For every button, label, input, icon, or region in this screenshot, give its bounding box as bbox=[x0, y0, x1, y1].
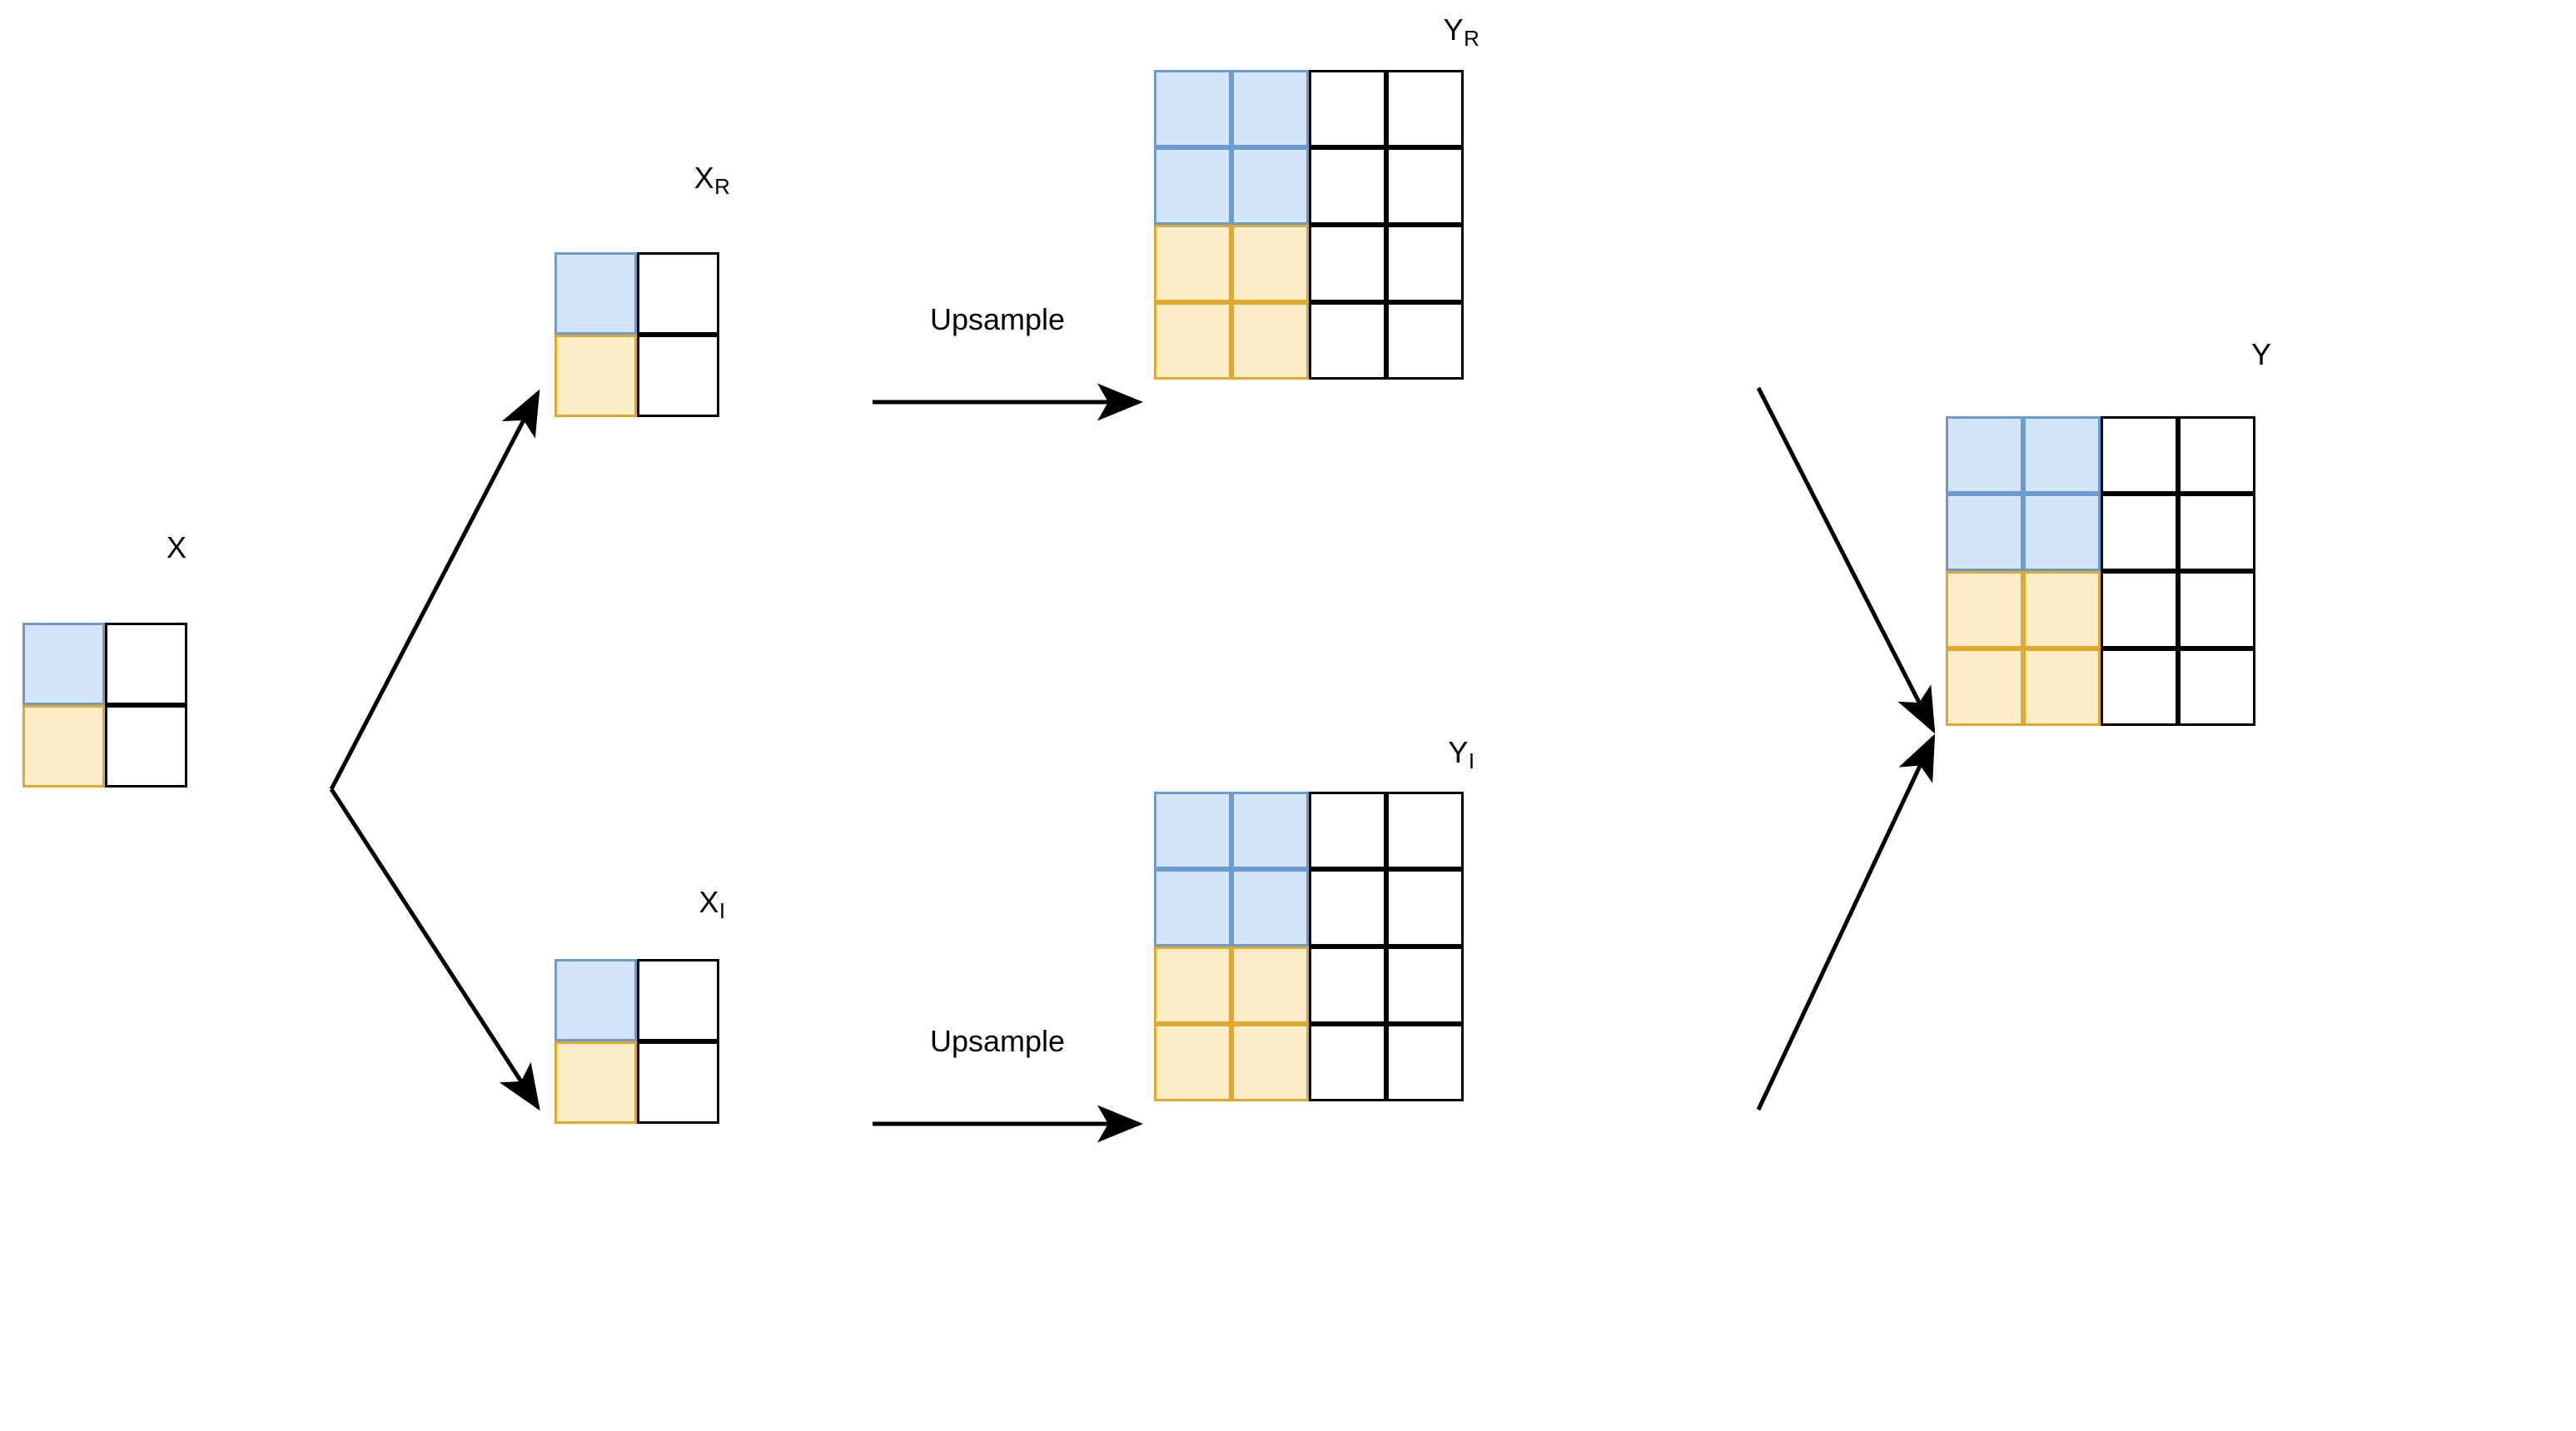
label-YI-base: Y bbox=[1448, 735, 1469, 769]
cell-Y-r2c1 bbox=[1946, 494, 2023, 571]
cell-XR-r2c2 bbox=[637, 335, 719, 417]
cell-YR-r1c3 bbox=[1309, 70, 1386, 147]
cell-YI-r3c2 bbox=[1231, 947, 1309, 1024]
cell-YI-r1c1 bbox=[1154, 792, 1231, 869]
cell-YR-r3c2 bbox=[1231, 225, 1309, 302]
cell-XR-r1c2 bbox=[637, 252, 719, 335]
label-XI: XI bbox=[699, 885, 725, 922]
cell-Y-r4c1 bbox=[1946, 648, 2023, 726]
cell-Y-r1c1 bbox=[1946, 416, 2023, 494]
cell-YI-r2c2 bbox=[1231, 869, 1309, 947]
cell-YR-r3c4 bbox=[1386, 225, 1464, 302]
cell-YR-r3c1 bbox=[1154, 225, 1231, 302]
cell-Y-r4c4 bbox=[2178, 648, 2255, 726]
cell-XI-r2c1 bbox=[554, 1041, 637, 1124]
cell-XI-r1c1 bbox=[554, 959, 637, 1041]
arrow-yi-to-y bbox=[1756, 733, 1936, 1111]
label-X-base: X bbox=[166, 530, 187, 564]
cell-XI-r1c2 bbox=[637, 959, 719, 1041]
matrix-YR bbox=[1154, 70, 1464, 380]
cell-X-r1c2 bbox=[105, 623, 187, 705]
matrix-XR bbox=[554, 252, 719, 417]
matrix-XI bbox=[554, 959, 719, 1124]
cell-YR-r2c4 bbox=[1386, 147, 1464, 225]
label-X: X bbox=[167, 533, 186, 563]
edge-label-upsample-top: Upsample bbox=[929, 302, 1066, 336]
cell-YR-r1c2 bbox=[1231, 70, 1309, 147]
label-YR-subscript: R bbox=[1464, 27, 1479, 51]
cell-Y-r3c3 bbox=[2101, 571, 2178, 648]
cell-X-r2c2 bbox=[105, 705, 187, 788]
cell-YR-r1c1 bbox=[1154, 70, 1231, 147]
cell-YI-r1c2 bbox=[1231, 792, 1309, 869]
cell-YI-r2c4 bbox=[1386, 869, 1464, 947]
label-YR-base: Y bbox=[1443, 12, 1464, 47]
cell-Y-r3c4 bbox=[2178, 571, 2255, 648]
cell-YI-r2c3 bbox=[1309, 869, 1386, 947]
cell-YR-r2c1 bbox=[1154, 147, 1231, 225]
cell-Y-r1c4 bbox=[2178, 416, 2255, 494]
label-XI-subscript: I bbox=[719, 899, 726, 923]
cell-XR-r1c1 bbox=[554, 252, 637, 335]
cell-Y-r2c2 bbox=[2023, 494, 2101, 571]
edge-label-upsample-bottom: Upsample bbox=[929, 1024, 1066, 1058]
cell-YI-r3c3 bbox=[1309, 947, 1386, 1024]
label-XR: XR bbox=[694, 161, 730, 198]
cell-YI-r3c1 bbox=[1154, 947, 1231, 1024]
cell-Y-r4c2 bbox=[2023, 648, 2101, 726]
cell-Y-r1c3 bbox=[2101, 416, 2178, 494]
cell-YI-r4c4 bbox=[1386, 1024, 1464, 1101]
cell-X-r2c1 bbox=[22, 705, 105, 788]
label-YR: YR bbox=[1443, 12, 1479, 50]
cell-X-r1c1 bbox=[22, 623, 105, 705]
cell-XR-r2c1 bbox=[554, 335, 637, 417]
cell-YI-r4c3 bbox=[1309, 1024, 1386, 1101]
arrow-yr-to-y bbox=[1756, 386, 1936, 734]
cell-YI-r4c2 bbox=[1231, 1024, 1309, 1101]
matrix-YI bbox=[1154, 792, 1464, 1101]
cell-XI-r2c2 bbox=[637, 1041, 719, 1124]
cell-YR-r2c2 bbox=[1231, 147, 1309, 225]
cell-Y-r2c4 bbox=[2178, 494, 2255, 571]
cell-Y-r2c3 bbox=[2101, 494, 2178, 571]
cell-YI-r3c4 bbox=[1386, 947, 1464, 1024]
cell-Y-r3c2 bbox=[2023, 571, 2101, 648]
label-YI: YI bbox=[1448, 735, 1474, 773]
cell-YI-r1c4 bbox=[1386, 792, 1464, 869]
label-XI-base: X bbox=[699, 885, 719, 919]
cell-YI-r1c3 bbox=[1309, 792, 1386, 869]
cell-YR-r2c3 bbox=[1309, 147, 1386, 225]
cell-YR-r4c4 bbox=[1386, 302, 1464, 380]
arrow-x-to-xr bbox=[329, 389, 540, 791]
label-XR-base: X bbox=[694, 161, 714, 195]
cell-Y-r4c3 bbox=[2101, 648, 2178, 726]
cell-YR-r4c2 bbox=[1231, 302, 1309, 380]
cell-Y-r1c2 bbox=[2023, 416, 2101, 494]
cell-YR-r1c4 bbox=[1386, 70, 1464, 147]
matrix-Y bbox=[1946, 416, 2255, 726]
cell-YI-r2c1 bbox=[1154, 869, 1231, 947]
cell-YR-r3c3 bbox=[1309, 225, 1386, 302]
cell-YR-r4c1 bbox=[1154, 302, 1231, 380]
cell-YR-r4c3 bbox=[1309, 302, 1386, 380]
arrow-x-to-xi bbox=[329, 788, 540, 1111]
label-Y: Y bbox=[2251, 340, 2271, 370]
label-YI-subscript: I bbox=[1468, 749, 1475, 773]
label-XR-subscript: R bbox=[714, 175, 730, 199]
label-Y-base: Y bbox=[2250, 337, 2272, 371]
cell-Y-r3c1 bbox=[1946, 571, 2023, 648]
cell-YI-r4c1 bbox=[1154, 1024, 1231, 1101]
matrix-X bbox=[22, 623, 187, 788]
